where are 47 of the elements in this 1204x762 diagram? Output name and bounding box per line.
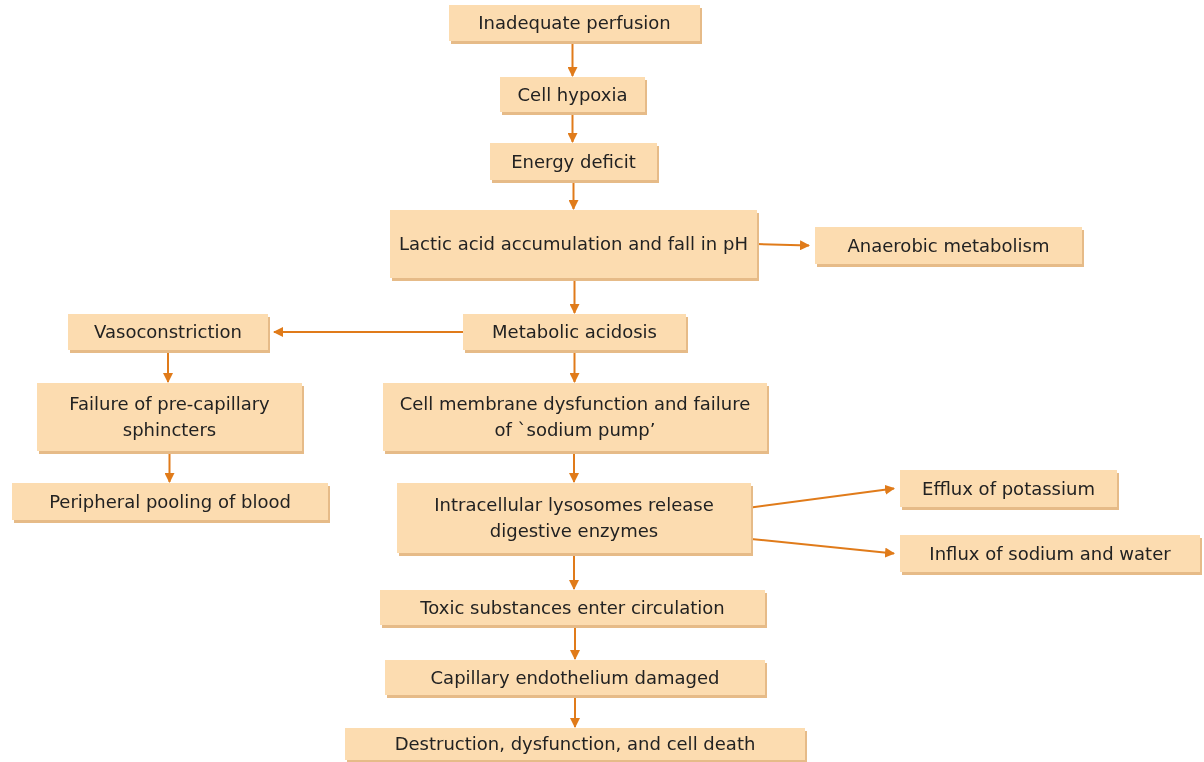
process-box (500, 77, 645, 112)
arrow (163, 352, 173, 383)
process-box (490, 143, 657, 180)
process-box (68, 314, 268, 350)
process-box (815, 227, 1082, 264)
arrow (568, 182, 579, 210)
box-label: Cell membrane dysfunction and failure of `sodium pump’ (398, 392, 752, 442)
arrow (164, 453, 175, 483)
box-label: Anaerobic metabolism (847, 233, 1050, 258)
process-box (900, 535, 1200, 572)
arrow (569, 453, 579, 483)
box-label: Cell hypoxia (517, 82, 628, 107)
process-box (380, 590, 765, 625)
box-label: Influx of sodium and water (929, 541, 1171, 566)
arrow (750, 484, 895, 509)
process-box (449, 5, 700, 41)
box-label: Lactic acid accumulation and fall in pH (399, 232, 748, 256)
process-box (390, 210, 757, 278)
arrow (569, 352, 580, 383)
arrow (570, 627, 580, 660)
box-label: Capillary endothelium damaged (430, 665, 720, 690)
process-box (397, 483, 751, 553)
arrow (570, 697, 580, 728)
process-box (900, 470, 1117, 507)
box-label: Inadequate perfusion (478, 11, 671, 35)
box-label: Metabolic acidosis (492, 320, 657, 344)
box-label: Toxic substances enter circulation (420, 595, 725, 620)
arrow (569, 280, 580, 314)
box-label: Failure of pre-capillary sphincters (68, 392, 271, 442)
arrow (750, 538, 895, 558)
arrow (569, 555, 579, 590)
box-label: Destruction, dysfunction, and cell death (394, 732, 756, 756)
process-box (345, 728, 805, 760)
process-box (37, 383, 302, 451)
arrow (567, 43, 578, 77)
process-box (383, 383, 767, 451)
arrow (756, 240, 810, 251)
box-label: Vasoconstriction (94, 320, 242, 344)
arrow (273, 327, 464, 337)
arrow (567, 114, 578, 143)
process-box (385, 660, 765, 695)
process-box (463, 314, 686, 350)
box-label: Energy deficit (511, 149, 636, 174)
process-box (12, 483, 328, 520)
box-label: Efflux of potassium (922, 476, 1095, 501)
box-label: Peripheral pooling of blood (49, 489, 291, 514)
box-label: Intracellular lysosomes release digestive enzymes (433, 493, 715, 543)
